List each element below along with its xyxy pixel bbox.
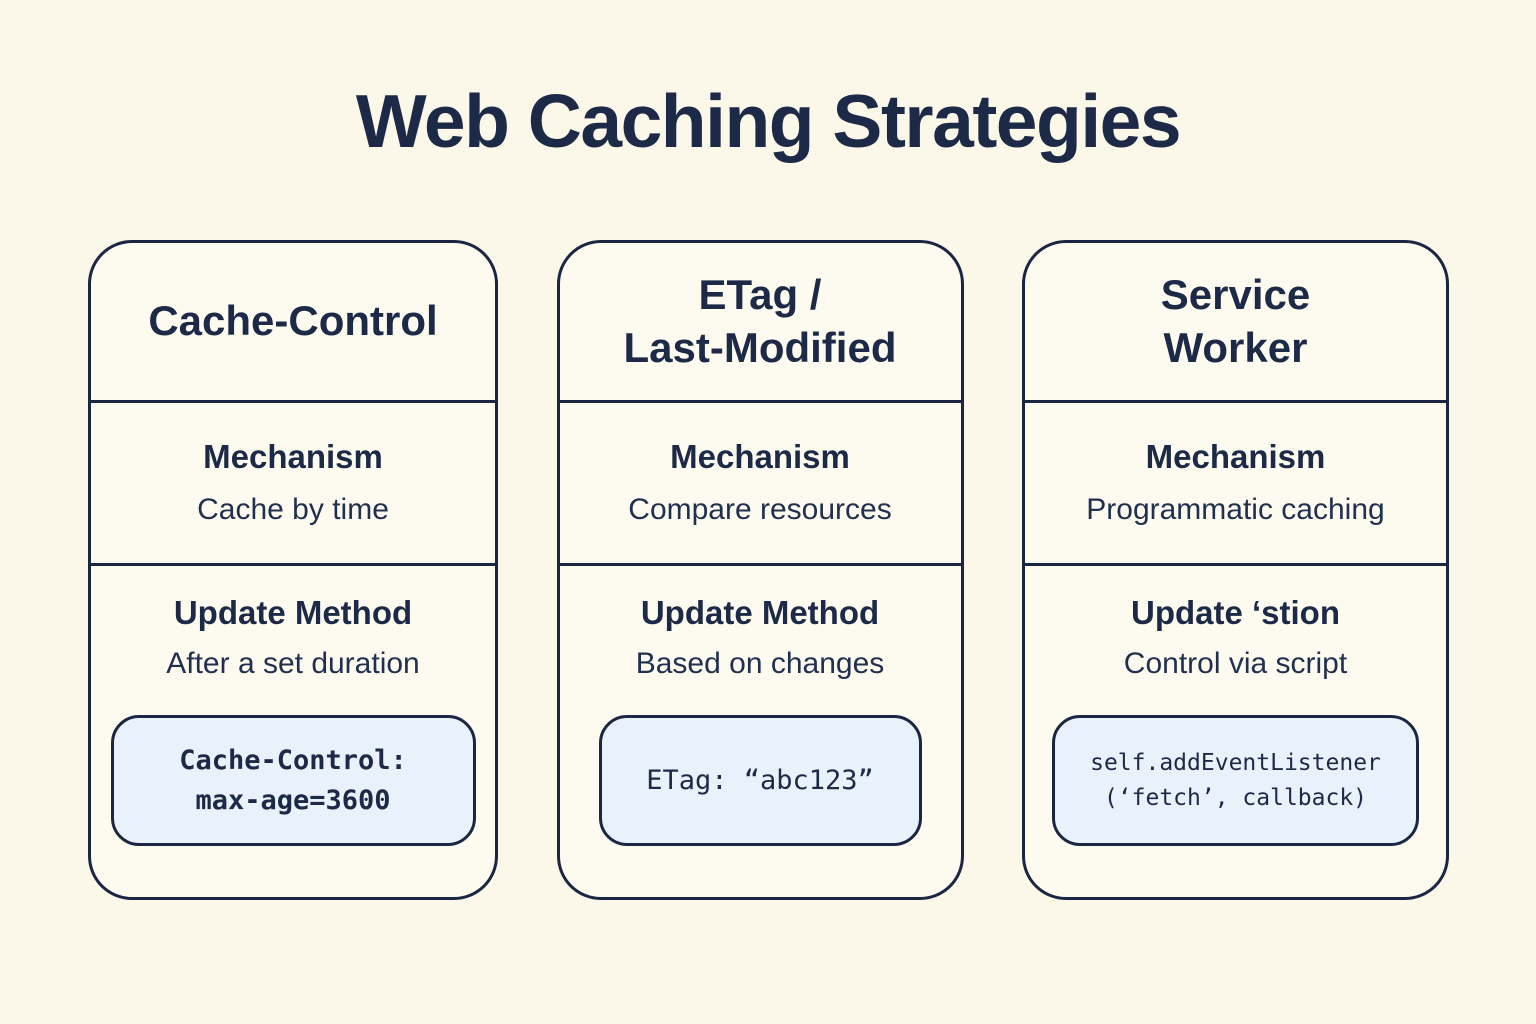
update-method-text: After a set duration (166, 647, 420, 681)
mechanism-text: Programmatic caching (1086, 492, 1385, 526)
update-method-text: Based on changes (635, 647, 885, 681)
card-service-worker-update-section: Update ‘stion Control via script self.ad… (1025, 566, 1446, 897)
strategy-cards-row: Cache-Control Mechanism Cache by time Up… (88, 240, 1449, 900)
card-cache-control-title: Cache-Control (91, 243, 495, 403)
code-line: (‘fetch’, callback) (1103, 784, 1368, 811)
page-title: Web Caching Strategies (355, 79, 1182, 163)
update-method-heading: Update Method (640, 594, 880, 631)
card-service-worker-title: Service Worker (1025, 243, 1446, 403)
mechanism-heading: Mechanism (1145, 437, 1326, 475)
card-etag-update-section: Update Method Based on changes ETag: “ab… (560, 566, 961, 897)
card-service-worker: Service Worker Mechanism Programmatic ca… (1022, 240, 1449, 900)
code-line: max-age=3600 (195, 784, 391, 816)
code-line: Cache-Control: (179, 744, 407, 776)
update-method-text: Control via script (1123, 647, 1348, 681)
code-example-cache-control: Cache-Control: max-age=3600 (110, 714, 476, 846)
code-line: ETag: “abc123” (646, 764, 874, 796)
card-etag-title: ETag / Last-Modified (559, 243, 961, 403)
card-etag-mechanism-section: Mechanism Compare resources (559, 403, 961, 566)
code-example-service-worker: self.addEventListener (‘fetch’, callback… (1052, 714, 1419, 846)
update-method-heading: Update ‘stion (1130, 594, 1340, 631)
code-example-etag: ETag: “abc123” (598, 714, 922, 846)
code-line: self.addEventListener (1090, 749, 1381, 776)
mechanism-heading: Mechanism (203, 437, 383, 475)
card-etag-last-modified: ETag / Last-Modified Mechanism Compare r… (556, 240, 964, 900)
card-cache-control-mechanism-section: Mechanism Cache by time (91, 403, 495, 566)
mechanism-heading: Mechanism (670, 437, 850, 475)
update-method-heading: Update Method (173, 594, 413, 631)
mechanism-text: Cache by time (197, 492, 389, 526)
card-cache-control: Cache-Control Mechanism Cache by time Up… (88, 240, 498, 900)
card-cache-control-update-section: Update Method After a set duration Cache… (91, 566, 495, 897)
card-service-worker-mechanism-section: Mechanism Programmatic caching (1025, 403, 1446, 566)
mechanism-text: Compare resources (628, 492, 892, 526)
